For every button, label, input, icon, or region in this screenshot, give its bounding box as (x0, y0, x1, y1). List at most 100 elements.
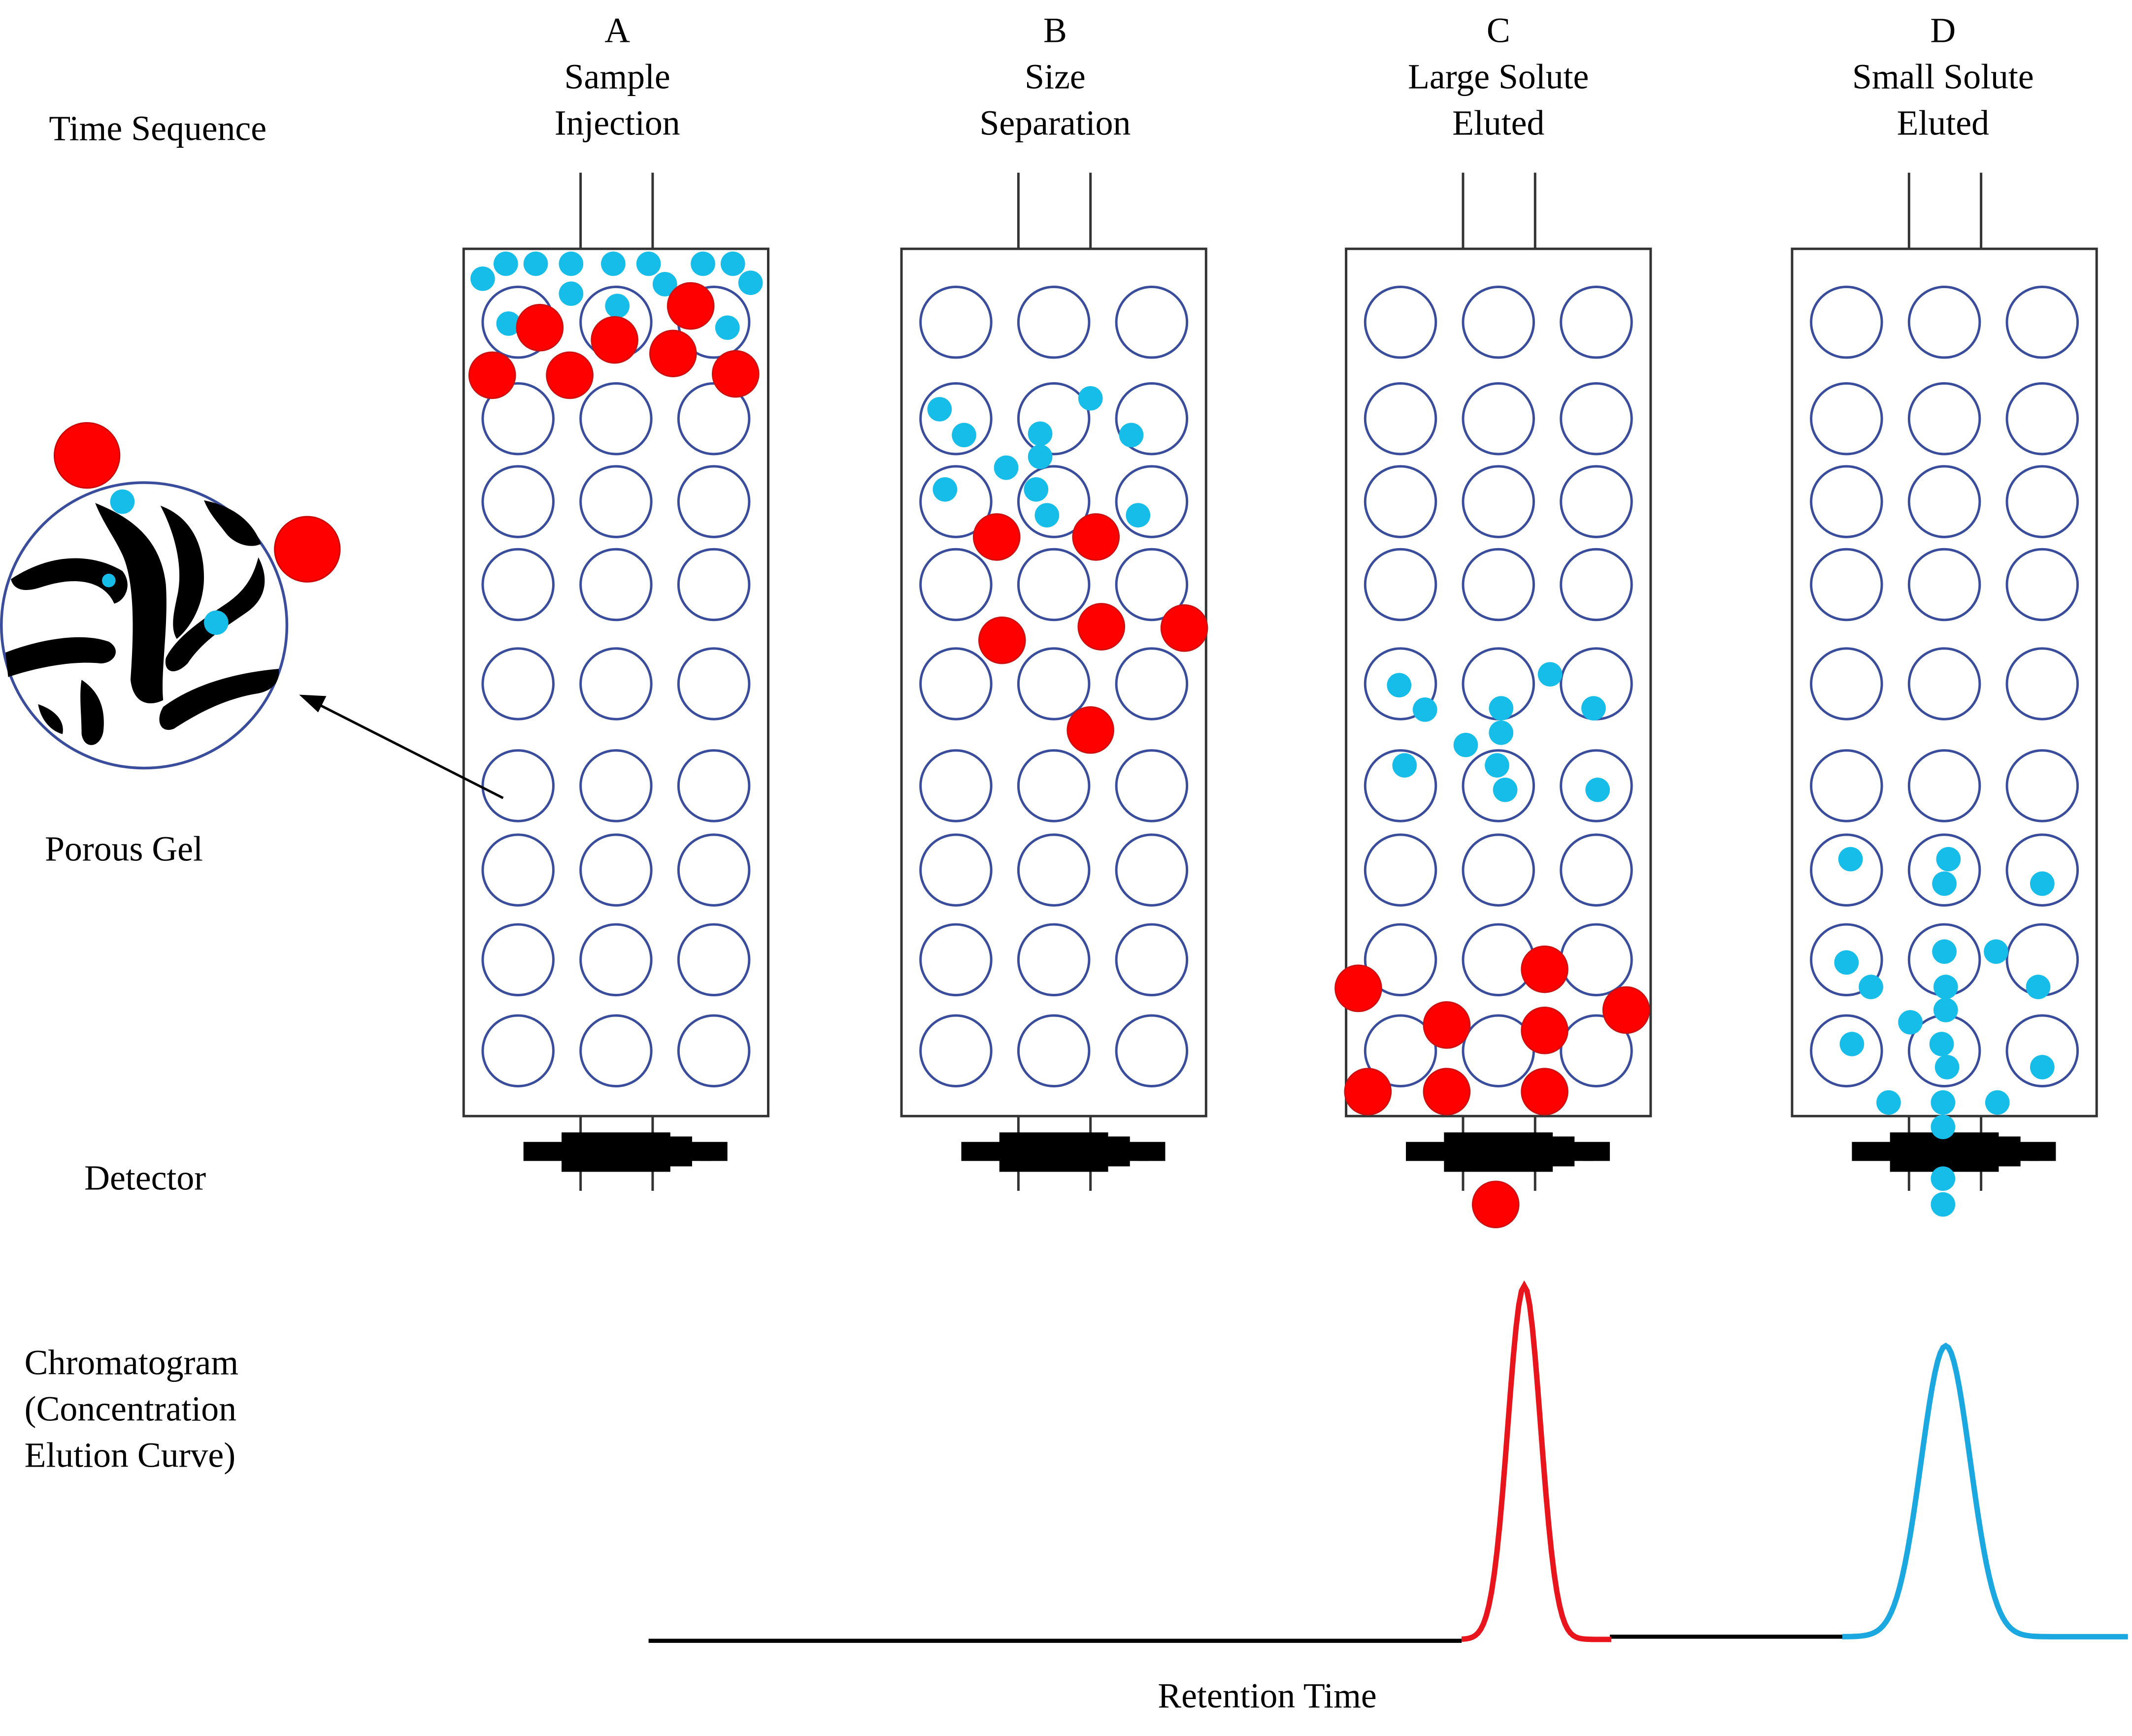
gel-bead (1017, 286, 1091, 359)
large-solute-particle (1072, 513, 1120, 561)
time-sequence-label: Time Sequence (49, 108, 266, 148)
small-solute-particle (738, 270, 763, 295)
small-solute-particle (204, 610, 229, 635)
small-solute-particle (1834, 950, 1859, 975)
gel-bead (2005, 833, 2079, 907)
arrow-shaft (315, 701, 504, 799)
column-c (1334, 172, 1652, 1228)
gel-bead (1115, 382, 1189, 456)
columns (462, 172, 2098, 1228)
small-solute-particle (636, 251, 661, 276)
gel-bead (2005, 647, 2079, 721)
pore-channel (159, 669, 279, 730)
gel-bead (2005, 382, 2079, 456)
small-solute-particle (496, 311, 521, 336)
detector-part (1582, 1143, 1594, 1161)
small-solute-particle (1034, 503, 1060, 528)
small-solute-particle (1078, 386, 1103, 411)
small-solute-particle (1985, 1090, 2010, 1115)
gel-bead (579, 833, 653, 907)
column-body (462, 247, 769, 1117)
small-solute-particle (1392, 753, 1417, 778)
small-solute-particle (1936, 847, 1961, 872)
large-solute-particle (516, 304, 564, 352)
small-solute-particle (1838, 847, 1863, 872)
gel-bead (1810, 1014, 1883, 1087)
gel-bead (1810, 923, 1883, 997)
gel-bead (1017, 749, 1091, 822)
stage-title-line1: Small Solute (1852, 57, 2034, 97)
small-solute-particle (1537, 662, 1563, 687)
gel-bead (1115, 1014, 1189, 1087)
stage-title-line1: Size (1025, 57, 1086, 97)
small-solute-particle (470, 266, 495, 291)
column-b (900, 172, 1208, 1191)
gel-bead (919, 548, 993, 622)
stage-header-c: C Large Solute Eluted (1408, 11, 1589, 143)
pore-channel (204, 500, 261, 546)
column-a (462, 172, 769, 1191)
large-solute-particle (1077, 603, 1126, 651)
large-solute-peak (1461, 1280, 1611, 1642)
gel-bead (1364, 286, 1437, 359)
gel-bead (1560, 1014, 1633, 1087)
small-solute-particle (1839, 1032, 1865, 1056)
detector-part (2029, 1143, 2040, 1161)
small-solute-particle (1485, 753, 1509, 778)
pore-channel (95, 503, 167, 704)
gel-bead (579, 548, 653, 622)
small-solute-particle (1453, 732, 1478, 757)
gel-bead (677, 465, 751, 538)
small-solute-particle (523, 251, 548, 276)
large-solute-particle (1066, 706, 1114, 754)
gel-bead (1560, 465, 1633, 538)
gel-bead (579, 465, 653, 538)
gel-bead (1462, 833, 1535, 907)
small-solute-particle (1931, 1192, 1956, 1217)
gel-bead (1017, 465, 1091, 538)
chromatogram-label-line3: Elution Curve) (25, 1435, 235, 1474)
small-solute-particle (605, 294, 630, 318)
gel-bead (1017, 548, 1091, 622)
small-solute-particle (1898, 1010, 1923, 1035)
gel-bead (1560, 382, 1633, 456)
large-solute-particle (1471, 1180, 1520, 1228)
gel-bead (1907, 833, 1981, 907)
small-solute-particle (1934, 1055, 1960, 1080)
gel-bead (677, 749, 751, 822)
small-solute-particle (110, 489, 135, 514)
stage-header-d: D Small Solute Eluted (1852, 11, 2034, 143)
chromatogram-label-line1: Chromatogram (25, 1343, 238, 1382)
gel-bead (1907, 286, 1981, 359)
stage-title-line2: Eluted (1897, 103, 1989, 142)
gel-bead (919, 465, 993, 538)
small-solute-particle (1489, 696, 1514, 721)
gel-bead (1462, 548, 1535, 622)
gel-bead (481, 923, 555, 997)
stage-letter: A (604, 11, 630, 50)
retention-time-label: Retention Time (1158, 1676, 1377, 1715)
gel-bead (919, 923, 993, 997)
large-solute-particle (468, 351, 516, 399)
small-solute-particle (1493, 777, 1518, 802)
small-solute-particle (720, 251, 745, 276)
gel-bead (1017, 833, 1091, 907)
stage-title-line2: Eluted (1452, 103, 1544, 142)
small-solute-particle (2026, 975, 2051, 999)
stage-title-line2: Separation (979, 103, 1131, 142)
large-solute-particle (546, 351, 594, 399)
small-solute-particle (1933, 975, 1958, 999)
pore-channel (80, 680, 104, 745)
gel-bead (1560, 548, 1633, 622)
small-solute-particle (691, 251, 715, 276)
gel-bead (579, 647, 653, 721)
chromatogram-label-line2: (Concentration (25, 1389, 236, 1429)
large-solute-particle (1423, 1001, 1471, 1049)
gel-bead (2005, 749, 2079, 822)
gel-bead (2005, 465, 2079, 538)
gel-bead (1115, 465, 1189, 538)
small-solute-particle (1984, 939, 2008, 964)
large-solute-particle (274, 516, 341, 583)
detector-part (1138, 1143, 1149, 1161)
gel-bead (1364, 382, 1437, 456)
